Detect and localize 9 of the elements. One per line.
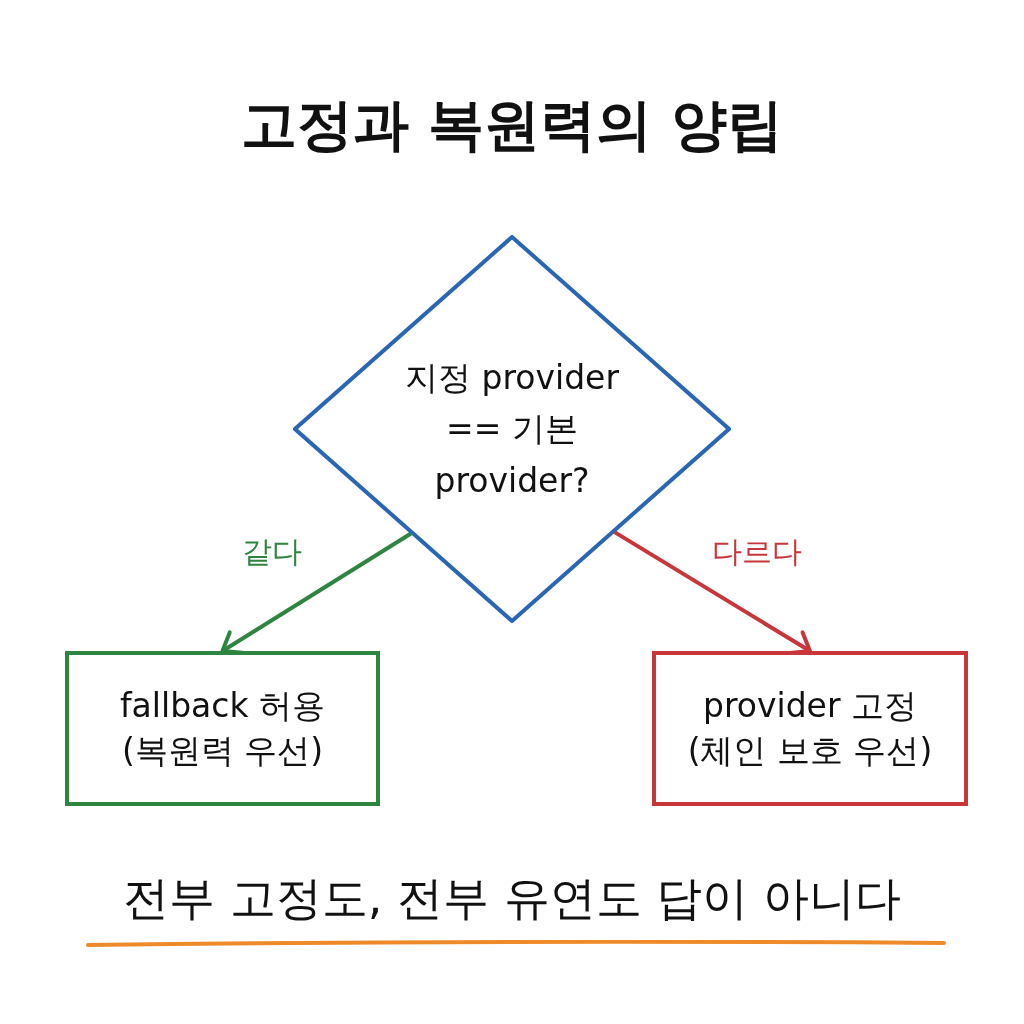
- box-heading: provider 고정: [703, 684, 917, 727]
- diagram-title: 고정과 복원력의 양립: [239, 91, 785, 159]
- process-box: [65, 651, 380, 806]
- box-subtext: (복원력 우선): [121, 729, 324, 772]
- box-heading: fallback 허용: [119, 684, 326, 727]
- decision-text: 지정 provider == 기본 provider?: [404, 357, 620, 502]
- caption-text: 전부 고정도, 전부 유연도 답이 아니다: [122, 870, 902, 927]
- process-box: [652, 651, 968, 806]
- box-subtext: (체인 보호 우선): [687, 729, 933, 772]
